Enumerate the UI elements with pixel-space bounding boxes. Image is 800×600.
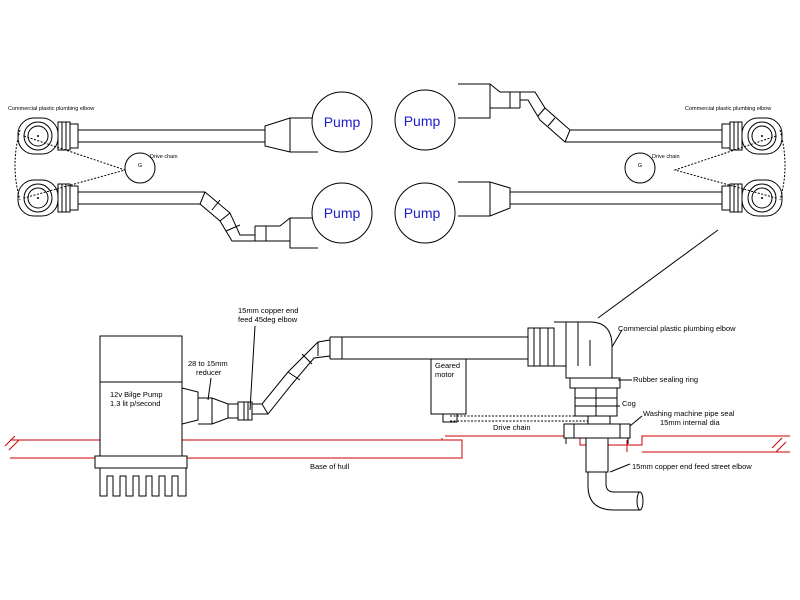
pump-label: Pump bbox=[324, 205, 361, 221]
pipe-seal-label-line-1: Washing machine pipe seal bbox=[643, 409, 735, 418]
right-geared-motor bbox=[624, 152, 656, 184]
cog-label: Cog bbox=[622, 399, 636, 408]
left-lower-elbow bbox=[17, 179, 79, 217]
left-geared-motor bbox=[124, 152, 156, 184]
side-view: Base of hull 12v Bilge Pump 1.3 lit p/se… bbox=[4, 306, 790, 511]
street-elbow-label: 15mm copper end feed street elbow bbox=[632, 462, 752, 471]
reducer-and-pipe bbox=[198, 336, 530, 425]
plumbing-elbow-label: Commercial plastic plumbing elbow bbox=[618, 324, 736, 333]
right-assembly: G Pump Pump Commercial plastic plumbing … bbox=[394, 83, 786, 244]
side-drive-chain-label: Drive chain bbox=[493, 423, 531, 432]
reducer-label-line-1: 28 to 15mm bbox=[188, 359, 228, 368]
hull-label: Base of hull bbox=[310, 462, 350, 471]
left-elbow-label: Commercial plastic plumbing elbow bbox=[8, 106, 94, 112]
hull-line bbox=[4, 435, 790, 459]
left-drive-chain-label: Drive chain bbox=[150, 154, 178, 160]
pump-label: Pump bbox=[404, 113, 441, 129]
right-lower-elbow bbox=[721, 179, 783, 217]
copper-elbow-label-line-1: 15mm copper end bbox=[238, 306, 298, 315]
side-geared-motor bbox=[430, 358, 467, 415]
pipe-seal-label-line-2: 15mm internal dia bbox=[660, 418, 720, 427]
pump-label: Pump bbox=[404, 205, 441, 221]
pump-label: Pump bbox=[324, 114, 361, 130]
right-geared-motor-label: G bbox=[638, 163, 642, 169]
left-upper-elbow bbox=[17, 117, 79, 155]
side-geared-motor-label-line-2: motor bbox=[435, 370, 455, 379]
pump-upper-left bbox=[311, 91, 373, 153]
right-elbow-label: Commercial plastic plumbing elbow bbox=[685, 106, 771, 112]
side-plumbing-elbow bbox=[527, 321, 613, 379]
bilge-pump bbox=[94, 335, 199, 497]
right-upper-elbow bbox=[721, 117, 783, 155]
bilge-pump-label-line-1: 12v Bilge Pump bbox=[110, 390, 163, 399]
pump-lower-left bbox=[311, 182, 373, 244]
bilge-pump-label-line-2: 1.3 lit p/second bbox=[110, 399, 160, 408]
side-drive-chain bbox=[450, 415, 596, 422]
rubber-sealing-ring bbox=[569, 377, 621, 389]
pump-upper-right bbox=[394, 89, 456, 151]
reducer-label-line-2: reducer bbox=[196, 368, 222, 377]
copper-elbow-label-line-2: feed 45deg elbow bbox=[238, 315, 298, 324]
pump-lower-right bbox=[394, 182, 456, 244]
right-drive-chain-label: Drive chain bbox=[652, 154, 680, 160]
street-elbow bbox=[585, 437, 644, 511]
left-assembly: G Pump Pump Commercial plastic plumbing … bbox=[8, 91, 373, 249]
top-view: G Pump Pump Commercial plastic plumbing … bbox=[8, 83, 786, 319]
side-geared-motor-label-line-1: Geared bbox=[435, 361, 460, 370]
left-geared-motor-label: G bbox=[138, 163, 142, 169]
sealing-ring-label: Rubber sealing ring bbox=[633, 375, 698, 384]
